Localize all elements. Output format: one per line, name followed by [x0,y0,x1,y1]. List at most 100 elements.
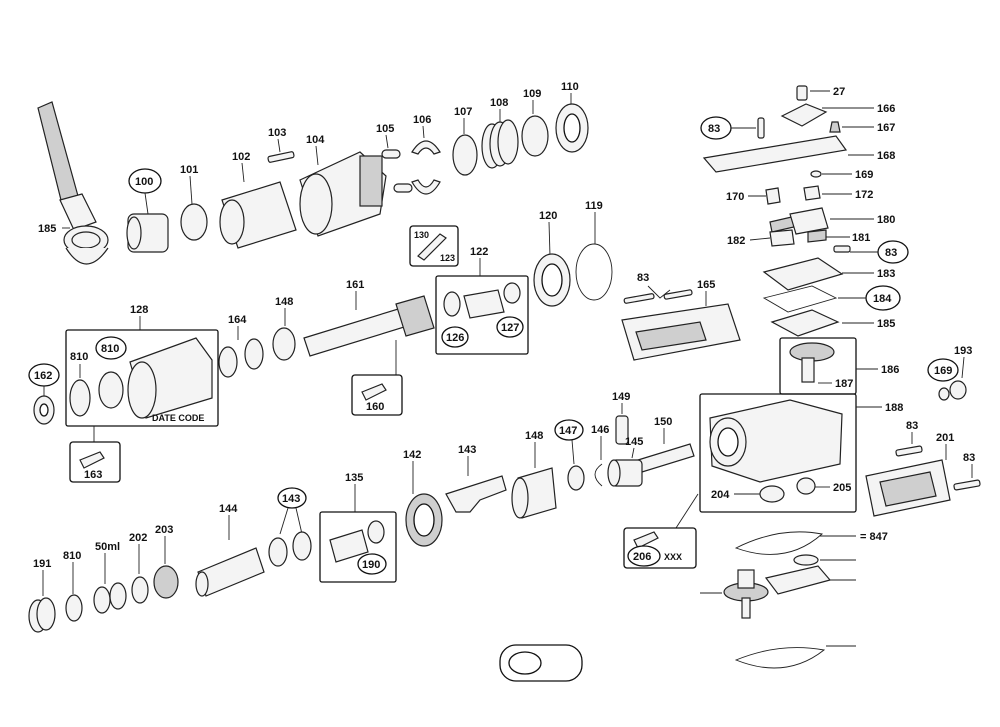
part-127 [272,327,296,361]
part-107 [452,134,478,176]
part-141-ring [575,243,613,301]
callout-109: 109 [523,88,541,100]
callout-105: 105 [376,123,394,135]
callout-circle-169-b [927,358,959,382]
part-106-bottom [411,179,441,195]
callout-202: = 847 [860,531,888,543]
part-142-spring [28,597,56,633]
part-182 [769,229,795,247]
lube-box-810-b [351,374,403,416]
callout-165: 165 [697,279,715,291]
part-150-slider [445,475,507,513]
part-128-spindle [303,295,435,357]
part-203 [793,554,819,566]
callout-126: 164 [228,314,247,326]
callout-circle-122 [95,336,127,360]
part-202-chain [734,531,823,555]
part-149-gear [405,493,443,547]
callout-83-c: 83 [885,247,897,259]
part-172 [803,185,821,201]
callout-166: 166 [877,103,895,115]
callout-143-b: 202 [129,532,147,544]
side-handle-115 [37,101,109,265]
date-code-label: DATE CODE [152,413,204,423]
part-163-piston [607,459,643,487]
part-190 [759,485,785,503]
part-186-gear [789,342,835,383]
callout-83-a: 83 [637,272,649,284]
callout-160: 148 [525,430,543,442]
part-167 [829,121,841,133]
part-102 [219,181,297,249]
callout-167: 167 [877,122,895,134]
part-126-a [218,346,238,378]
callout-50ml: XXX [664,552,682,562]
callout-181: 181 [852,232,870,244]
part-143-a [65,594,83,622]
callout-27: 27 [833,86,845,98]
callout-circle-148-b [357,553,387,575]
callout-188: 188 [885,402,903,414]
callout-186: 186 [881,364,899,376]
callout-110: 110 [561,81,579,93]
callout-100: 100 [135,176,153,188]
part-206-belt [734,647,826,669]
lube-box-810-a [69,441,121,483]
part-144 [153,565,179,599]
part-160-cylinder [511,467,557,519]
callout-169-b: 169 [934,365,952,377]
callout-190: 204 [711,489,730,501]
callout-185: 185 [877,318,895,330]
callout-149: 142 [403,449,421,461]
part-148-a [567,465,585,491]
callout-129: 122 [470,246,488,258]
legend-callout-circle [508,651,542,675]
callout-123: 128 [130,304,148,316]
part-169-a [810,170,822,178]
part-162 [615,415,629,445]
part-105-a [381,149,401,159]
part-166 [780,103,828,127]
part-108-spring [481,119,519,169]
part-135 [93,586,111,614]
part-170 [765,187,781,205]
callout-102: 102 [232,151,250,163]
callout-83-b: 83 [708,123,720,135]
callout-810-a: 163 [84,469,102,481]
part-106-top [411,140,441,155]
part-143-b [131,576,149,604]
part-185-seal [770,309,840,337]
callout-circle-146 [277,487,307,509]
callout-150: 143 [458,444,476,456]
callout-1G: 123 [440,253,455,263]
part-83-screw-e [953,479,981,491]
part-204 [764,565,832,595]
part-123-housing [127,337,213,419]
callout-184: 184 [873,293,892,305]
callout-circle-148-a [554,419,584,441]
part-100 [126,213,169,253]
part-146-a [268,537,288,567]
part-83-screw-d [895,445,923,457]
kit-box-123 [65,329,219,427]
callout-142: 191 [33,558,51,570]
callout-140: 120 [539,210,557,222]
part-126-b [244,338,264,370]
callout-108: 108 [490,97,508,109]
callout-800: 130 [414,230,429,240]
callout-115: 185 [38,223,56,235]
callout-119: 162 [34,370,52,382]
callout-127: 148 [275,296,293,308]
part-83-screw-mid [833,245,851,253]
part-201-cover [865,459,951,517]
callout-107: 107 [454,106,472,118]
callout-201: 201 [936,432,954,444]
callout-180: 180 [877,214,895,226]
part-109 [521,115,549,157]
callout-163: 145 [625,436,643,448]
part-165-cover [621,303,741,361]
part-140-bearing [533,253,571,307]
part-101 [180,203,208,241]
callout-83-d: 83 [906,420,918,432]
callout-182: 182 [727,235,745,247]
